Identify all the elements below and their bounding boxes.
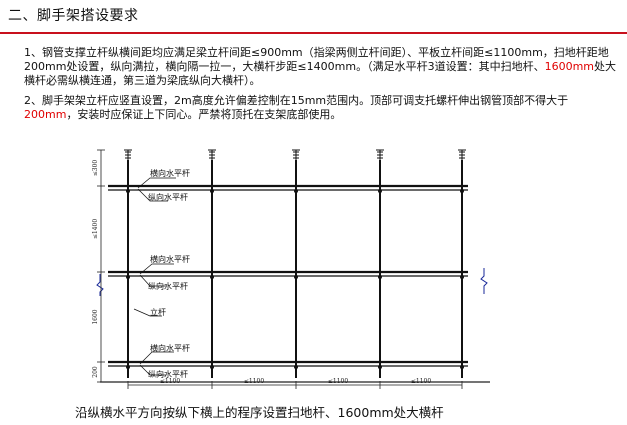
- bottom-dimension: [127, 381, 463, 389]
- joint: [378, 365, 382, 369]
- label-transverse-bar-bottom: 横向水平杆: [150, 343, 190, 353]
- rule-paragraph-1: 1、钢管支撑立杆纵横间距均应满足梁立杆间距≤900mm（指梁两侧立杆间距）、平板…: [24, 46, 616, 88]
- joint: [126, 275, 130, 279]
- joint: [460, 189, 464, 193]
- horizontal-bars: [108, 184, 468, 367]
- break-lines: [96, 268, 488, 296]
- top-support: [292, 149, 300, 160]
- vertical-poles: [127, 160, 463, 378]
- joint: [378, 189, 382, 193]
- label-transverse-bar-top: 横向水平杆: [150, 168, 190, 178]
- label-longitudinal-bar-top: 纵向水平杆: [148, 192, 188, 202]
- section-heading: 二、脚手架搭设要求: [8, 8, 139, 24]
- label-longitudinal-bar-bottom: 纵向水平杆: [148, 369, 188, 379]
- dim-left-bottom: 200: [92, 366, 99, 378]
- label-longitudinal-bar-middle: 纵向水平杆: [148, 281, 188, 291]
- right-break-line: [480, 268, 488, 294]
- left-break-line: [96, 274, 104, 296]
- rule-1-text-a: 1、钢管支撑立杆纵横间距均应满足梁立杆间距≤900mm（指梁两侧立杆间距）、平板…: [24, 46, 609, 73]
- joint: [460, 275, 464, 279]
- joint: [294, 275, 298, 279]
- joint: [294, 189, 298, 193]
- rule-1-text-b: 处大横杆必需纵横连通，第三道为梁底纵向大横杆）。: [24, 60, 617, 87]
- label-transverse-bar-middle: 横向水平杆: [150, 254, 190, 264]
- dim-left-upper: ≤1400: [92, 219, 99, 239]
- joint: [126, 365, 130, 369]
- top-support: [124, 149, 132, 160]
- diagram-caption: 沿纵横水平方向按纵下横上的程序设置扫地杆、1600mm处大横杆: [75, 405, 444, 420]
- rule-2-text-b: ，安装时应保证上下同心。严禁将顶托在支架底部使用。: [66, 108, 342, 121]
- heading-underline: [0, 32, 627, 34]
- joint: [378, 275, 382, 279]
- joint: [210, 189, 214, 193]
- dim-bottom-4: ≤1100: [411, 378, 431, 385]
- top-support: [376, 149, 384, 160]
- joint: [210, 365, 214, 369]
- leader-lines: [133, 177, 176, 376]
- dim-left-top: ≤300: [92, 160, 99, 177]
- joint: [460, 365, 464, 369]
- top-support: [458, 149, 466, 160]
- top-support: [208, 149, 216, 160]
- pole-joints: [126, 189, 464, 369]
- rule-2-highlight: 200mm: [24, 108, 67, 121]
- rule-paragraph-2: 2、脚手架架立杆应竖直设置，2m高度允许偏差控制在15mm范围内。顶部可调支托螺…: [24, 94, 616, 122]
- dim-bottom-1: ≤1100: [160, 378, 180, 385]
- label-vertical-pole: 立杆: [150, 307, 166, 317]
- rule-1-highlight: 1600mm: [544, 60, 595, 73]
- joint: [294, 365, 298, 369]
- left-dimension: [97, 149, 105, 383]
- rule-2-text-a: 2、脚手架架立杆应竖直设置，2m高度允许偏差控制在15mm范围内。顶部可调支托螺…: [24, 94, 569, 107]
- dim-bottom-3: ≤1100: [328, 378, 348, 385]
- joint: [210, 275, 214, 279]
- top-supports: [124, 149, 466, 160]
- joint: [126, 189, 130, 193]
- dim-left-middle: 1600: [92, 309, 99, 324]
- dim-bottom-2: ≤1100: [244, 378, 264, 385]
